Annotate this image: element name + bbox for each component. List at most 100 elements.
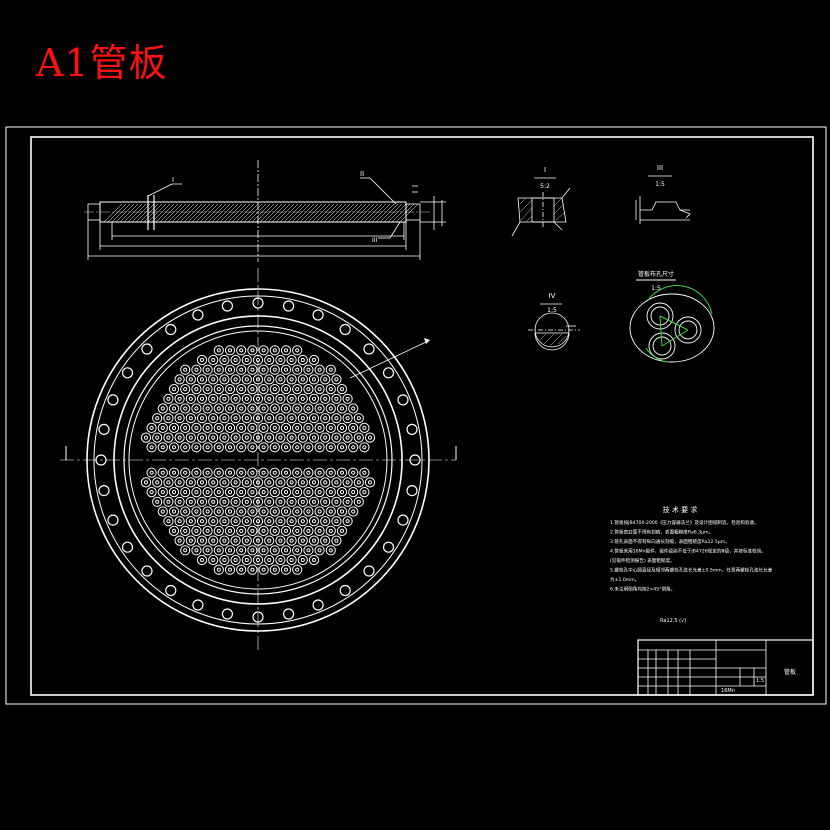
tube-hole — [308, 496, 320, 507]
bolt-hole — [221, 608, 233, 620]
tube-hole — [247, 564, 258, 575]
tube-hole — [213, 525, 224, 537]
tube-hole — [353, 496, 364, 507]
tube-hole — [174, 393, 185, 404]
tube-hole — [174, 413, 185, 424]
tube-hole — [264, 477, 275, 488]
tube-hole — [336, 384, 348, 395]
tube-hole — [342, 477, 353, 488]
tube-hole — [230, 413, 241, 424]
bolt-hole — [339, 323, 351, 336]
tech-requirements-list: 1.管板按JB4700-2000《压力容器法兰》及设计图纸制造，检验和验收。2.… — [610, 519, 773, 593]
tube-hole — [331, 393, 342, 404]
detail-four-mark: IV — [549, 292, 556, 300]
tube-hole — [180, 525, 191, 537]
tube-hole — [292, 345, 303, 356]
tube-hole — [180, 442, 191, 453]
tube-hole — [314, 487, 325, 498]
tube-hole — [224, 442, 236, 453]
tube-hole — [236, 467, 247, 478]
tube-hole — [247, 467, 258, 478]
tube-hole — [286, 413, 297, 424]
tube-hole — [264, 354, 275, 366]
title-block-part-name: 管板 — [784, 668, 796, 676]
tech-requirement-line: 4.管板采用16Mn锻件，锻件级别不低于JB4726规定的Ⅲ级，并按标准检验。 — [610, 548, 766, 555]
tube-hole — [280, 487, 292, 498]
detail-three-mark: III — [657, 164, 663, 172]
tube-hole — [264, 432, 275, 443]
tube-layout-scale: 1:5 — [651, 285, 661, 292]
tube-hole — [269, 506, 280, 517]
tube-hole — [224, 467, 236, 478]
tube-hole — [258, 364, 269, 375]
tube-hole — [269, 422, 280, 433]
tube-hole — [185, 516, 196, 527]
tube-hole — [269, 345, 280, 356]
tube-hole — [320, 413, 331, 424]
tube-hole — [264, 393, 275, 404]
tube-hole — [286, 496, 297, 507]
detail-one-scale: 5:2 — [540, 183, 550, 190]
tube-hole — [241, 374, 252, 385]
tube-hole — [320, 374, 331, 385]
tube-hole — [196, 374, 208, 385]
tube-hole — [264, 374, 275, 385]
tube-hole — [286, 554, 297, 566]
tube-hole — [146, 442, 157, 453]
tube-hole — [308, 393, 320, 404]
bolt-hole — [312, 309, 324, 321]
tube-hole — [196, 393, 208, 404]
tube-hole — [191, 525, 202, 537]
tube-hole — [202, 364, 213, 375]
bolt-hole — [406, 423, 418, 435]
tube-hole — [269, 564, 280, 575]
bolt-hole — [409, 454, 421, 466]
tube-hole — [213, 442, 224, 453]
tube-hole — [163, 516, 174, 527]
tube-hole — [269, 525, 280, 537]
tube-hole — [236, 403, 247, 414]
tube-hole — [292, 525, 303, 537]
tube-hole — [252, 432, 264, 443]
tube-hole — [191, 403, 202, 414]
tech-requirement-line: 2.管板密封面不得有划痕，表面粗糙度Ra6.3μm。 — [610, 529, 713, 536]
tube-hole — [180, 467, 191, 478]
tube-hole — [185, 374, 196, 385]
tube-hole — [219, 354, 230, 366]
tube-hole — [308, 554, 320, 566]
tube-hole — [264, 554, 275, 566]
tube-hole — [258, 442, 269, 453]
tube-hole — [196, 432, 208, 443]
tube-hole — [336, 487, 348, 498]
tube-hole — [264, 496, 275, 507]
tube-hole — [280, 506, 292, 517]
bolt-hole — [397, 394, 409, 406]
tube-hole — [308, 516, 320, 527]
tube-hole — [168, 403, 180, 414]
tube-hole — [185, 477, 196, 488]
tube-hole — [174, 496, 185, 507]
tube-hole — [314, 403, 325, 414]
tube-hole — [286, 535, 297, 546]
detail-four-scale: 1:5 — [547, 307, 557, 314]
tube-hole — [236, 545, 247, 556]
tube-hole — [252, 516, 264, 527]
tube-hole — [336, 403, 348, 414]
tube-hole — [191, 467, 202, 478]
tube-hole — [269, 442, 280, 453]
tube-hole — [168, 384, 180, 395]
tube-hole — [241, 516, 252, 527]
tube-hole — [275, 477, 286, 488]
tube-hole — [303, 545, 314, 556]
tube-hole — [297, 374, 308, 385]
tube-hole — [247, 525, 258, 537]
tube-hole — [353, 413, 364, 424]
tube-hole — [168, 442, 180, 453]
tube-hole — [292, 384, 303, 395]
tube-hole — [185, 432, 196, 443]
tube-hole — [219, 432, 230, 443]
bolt-hole — [406, 485, 418, 497]
tube-hole — [353, 477, 364, 488]
tube-hole — [286, 477, 297, 488]
tube-hole — [191, 506, 202, 517]
